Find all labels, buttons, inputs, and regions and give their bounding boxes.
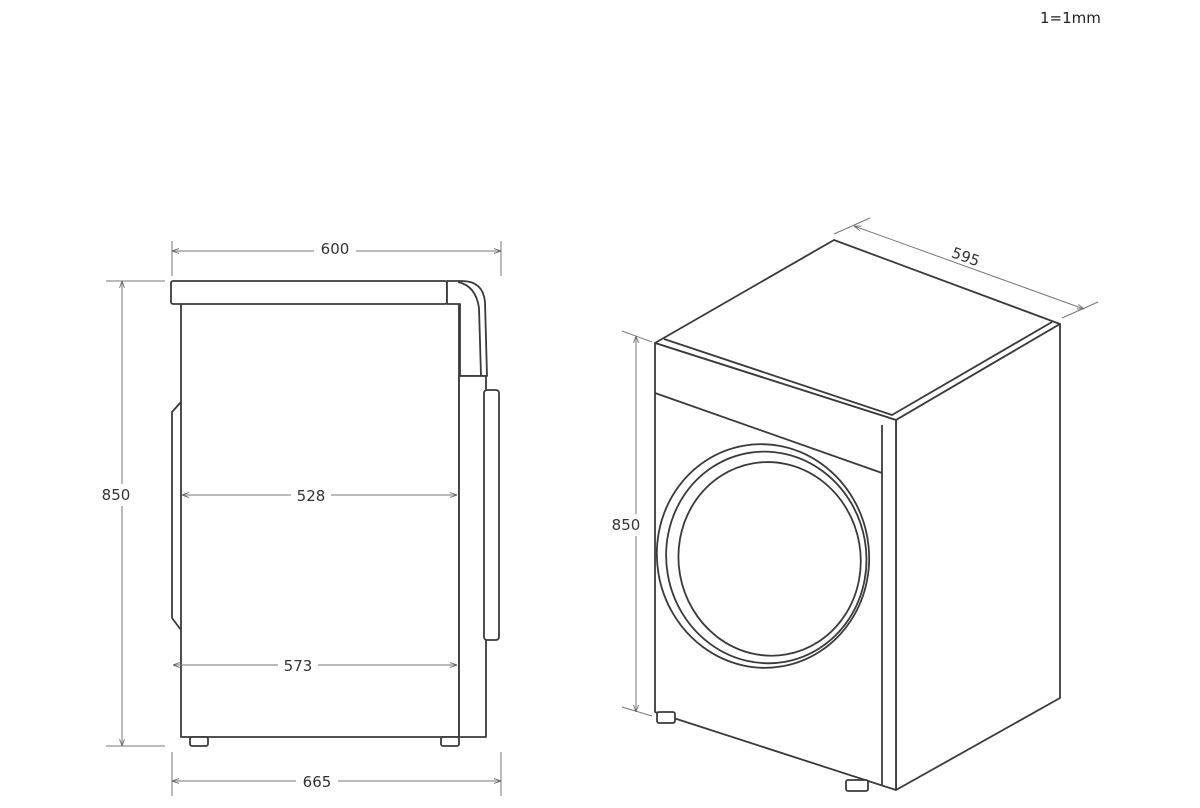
- side-view: 600 850 528 573 665: [100, 238, 502, 796]
- door-glass: [677, 461, 862, 657]
- ext-line: [621, 330, 653, 343]
- dim-label-600: 600: [321, 240, 350, 258]
- foot-front: [189, 736, 209, 747]
- ext-line: [833, 217, 871, 235]
- side-body: [180, 302, 460, 738]
- top-panel: [170, 280, 448, 305]
- scale-note: 1=1mm: [1040, 9, 1101, 27]
- control-panel-line: [654, 392, 883, 474]
- perspective-view: 595 850: [610, 217, 1099, 792]
- dim-label-665: 665: [303, 773, 332, 791]
- rear-knob: [483, 389, 500, 641]
- dim-label-573: 573: [284, 657, 313, 675]
- door-outer-ring: [655, 443, 871, 669]
- ext-line: [621, 706, 653, 717]
- foot-rear: [440, 736, 460, 747]
- rear-panel: [458, 375, 487, 738]
- dim-label-850-side: 850: [102, 486, 131, 504]
- rear-cover: [446, 280, 488, 377]
- dim-label-850-perspective: 850: [612, 516, 641, 534]
- dim-label-528: 528: [297, 487, 326, 505]
- rear-cover-inner-line: [457, 281, 482, 377]
- dim-label-595: 595: [949, 244, 982, 271]
- dim-line-595: [854, 225, 1084, 310]
- door-bulge-left: [171, 401, 182, 631]
- top-bevel-line: [663, 321, 1053, 416]
- door: [655, 443, 871, 669]
- foot-right: [845, 779, 869, 792]
- ext-line: [1061, 301, 1099, 319]
- door-ring-inner: [665, 450, 868, 665]
- foot-left: [656, 711, 676, 724]
